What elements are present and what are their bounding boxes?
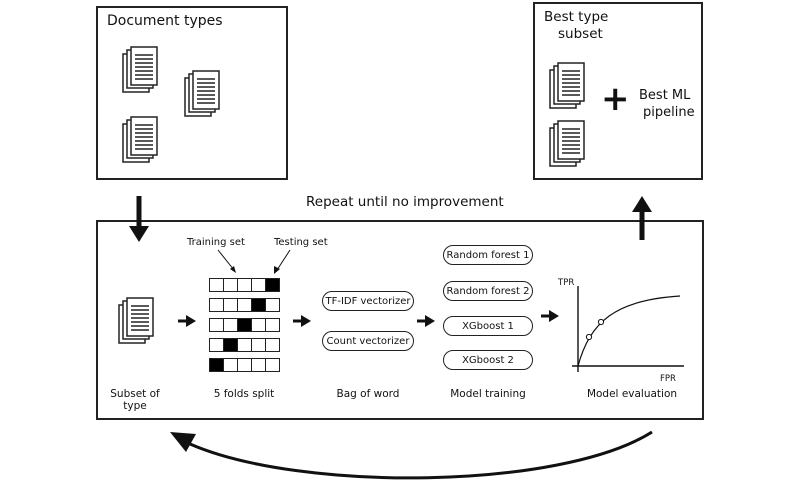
tfidf-vectorizer-pill: TF-IDF vectorizer <box>322 291 414 311</box>
repeat-loop-arrow-icon <box>170 430 653 480</box>
caption-bag-of-word: Bag of word <box>336 388 400 400</box>
train-fold-cell <box>265 298 280 312</box>
flow-arrow-icon <box>293 315 311 327</box>
roc-plot <box>572 286 684 372</box>
folds-grid <box>209 278 280 376</box>
caption-subset-line2: type <box>123 400 147 412</box>
test-fold-cell <box>265 278 280 292</box>
model-pill-random-forest-1: Random forest 1 <box>443 245 533 265</box>
down-arrow-icon <box>129 196 149 242</box>
model-pill-xgboost-2: XGboost 2 <box>443 350 533 370</box>
caption-model-evaluation: Model evaluation <box>586 388 678 400</box>
train-fold-cell <box>265 358 280 372</box>
up-arrow-icon <box>632 196 652 240</box>
flow-arrow-icon <box>178 315 196 327</box>
roc-x-label: FPR <box>660 374 676 384</box>
roc-point <box>585 333 593 341</box>
testing-set-label: Testing set <box>274 237 328 248</box>
document-types-box: Document types <box>96 6 288 180</box>
testing-set-pointer-icon <box>274 249 291 274</box>
document-types-title: Document types <box>107 13 223 29</box>
flow-arrow-icon <box>541 310 559 322</box>
model-pill-xgboost-1: XGboost 1 <box>443 316 533 336</box>
count-vectorizer-pill: Count vectorizer <box>322 331 414 351</box>
best-ml-pipeline-line2: pipeline <box>643 105 695 120</box>
best-ml-pipeline-line1: Best ML <box>639 88 691 103</box>
train-fold-cell <box>265 338 280 352</box>
loop-label: Repeat until no improvement <box>306 194 504 210</box>
train-fold-cell <box>265 318 280 332</box>
training-set-label: Training set <box>187 237 245 248</box>
model-pill-random-forest-2: Random forest 2 <box>443 281 533 301</box>
best-type-subset-box: Best type subset + Best ML pipeline <box>533 2 703 180</box>
caption-model-training: Model training <box>450 388 526 400</box>
training-set-pointer-icon <box>217 249 236 273</box>
flow-arrow-icon <box>417 315 435 327</box>
caption-folds: 5 folds split <box>213 388 275 400</box>
best-type-title-line2: subset <box>558 26 603 42</box>
caption-subset: Subset of type <box>100 388 170 412</box>
plus-icon: + <box>601 79 630 119</box>
caption-subset-line1: Subset of <box>110 388 160 400</box>
best-type-title-line1: Best type <box>544 9 609 25</box>
roc-point <box>597 318 605 326</box>
roc-y-label: TPR <box>558 278 575 288</box>
roc-curve <box>577 295 681 367</box>
